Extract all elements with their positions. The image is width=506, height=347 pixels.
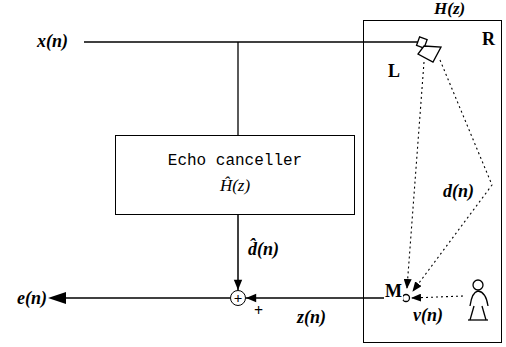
signal-name: d̂(n): [247, 240, 280, 258]
echo-canceller-box: Echo cancellerĤ(z): [115, 135, 355, 215]
part-letter: L: [387, 62, 401, 80]
loudspeaker: [417, 37, 441, 62]
input-wire: [84, 41, 418, 42]
sign-mark: +: [253, 303, 264, 319]
talker-figure: [468, 280, 488, 320]
room-letter: R: [481, 30, 496, 48]
output-arrowhead: [48, 292, 66, 304]
microphone: [403, 295, 410, 302]
signal-connector: [234, 215, 242, 290]
signal-name: z(n): [296, 308, 327, 326]
output-wire: [62, 297, 230, 299]
node-title: Echo canceller: [116, 152, 354, 170]
summing-junction: +: [230, 290, 246, 306]
signal-connector: [246, 294, 363, 302]
node-title: H(z): [434, 0, 465, 19]
node-title: +: [231, 291, 245, 305]
echo-paths: [407, 60, 492, 298]
part-letter: M: [384, 282, 403, 300]
signal-name: v(n): [412, 306, 444, 324]
signal-name: e(n): [16, 289, 48, 307]
node-subtitle: Ĥ(z): [116, 176, 354, 196]
signal-name: d(n): [442, 182, 475, 200]
branch-wire: [237, 42, 238, 135]
signal-name: x(n): [36, 32, 69, 50]
